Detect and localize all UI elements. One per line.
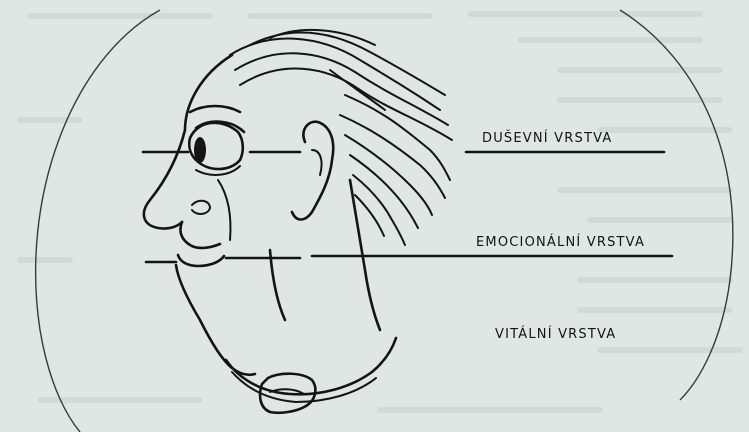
label-dusevni-vrstva: DUŠEVNÍ VRSTVA: [482, 130, 612, 146]
label-emocionalni-vrstva: EMOCIONÁLNÍ VRSTVA: [476, 234, 645, 250]
label-vitalni-vrstva: VITÁLNÍ VRSTVA: [495, 326, 616, 342]
